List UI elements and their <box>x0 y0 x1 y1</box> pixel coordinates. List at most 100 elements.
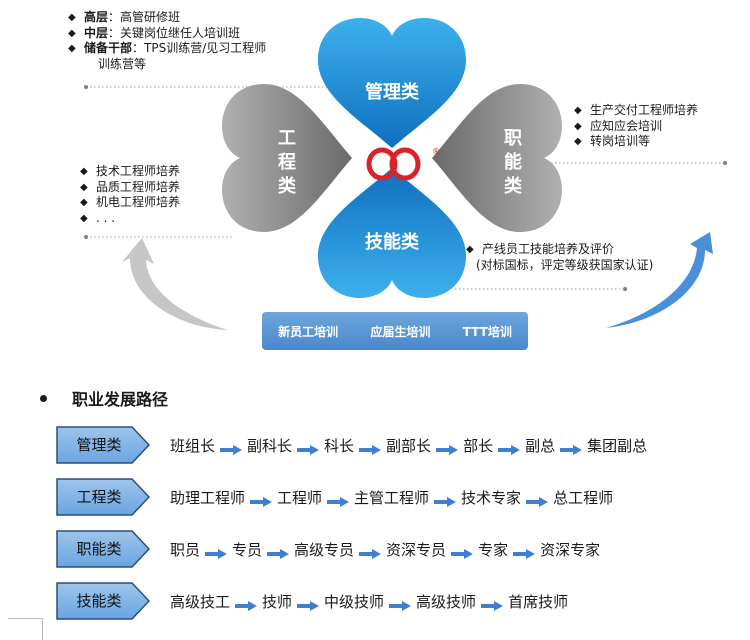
path-tag-label: 管理类 <box>76 436 122 454</box>
arrow-right-icon <box>434 493 457 507</box>
management-levels-list: ◆高层：高管研修班 ◆中层：关键岗位继任人培训班 ◆储备干部：TPS训练营/见习… <box>64 10 266 72</box>
arrow-right-icon <box>513 545 536 559</box>
path-step: 技术专家 <box>461 488 522 507</box>
logo-rings <box>366 147 421 181</box>
label-engineering-3: 类 <box>278 175 297 197</box>
arrow-right-icon <box>526 493 549 507</box>
path-step: 副科长 <box>247 436 293 455</box>
curved-arrow-left <box>122 238 228 330</box>
arrow-right-icon <box>235 597 258 611</box>
path-tag-management: 管理类 <box>56 426 150 464</box>
path-steps: 班组长 副科长 科长 副部长 部长 副总 集团副总 <box>168 435 649 456</box>
path-step: 技师 <box>262 592 293 611</box>
arrow-right-icon <box>250 493 273 507</box>
path-step: 工程师 <box>277 488 323 507</box>
heart-functional <box>432 84 562 232</box>
page-corner-mark <box>8 618 43 640</box>
list-item: ◆品质工程师培养 <box>80 179 181 194</box>
training-system-diagram: 管理类 技能类 工 程 类 职 能 类 ® ◆高层：高管研修班 ◆中层：关键岗位… <box>64 10 727 350</box>
path-tag-label: 技能类 <box>76 592 122 610</box>
engineering-list: ◆技术工程师培养 ◆品质工程师培养 ◆机电工程师培养 ◆. . . <box>76 164 180 226</box>
arrow-right-icon <box>481 597 504 611</box>
arrow-right-icon <box>498 441 521 455</box>
list-item: ◆转岗培训等 <box>574 134 651 148</box>
path-row-management: 管理类 班组长 副科长 科长 副部长 部长 副总 集团副总 <box>56 426 649 464</box>
list-item: ◆储备干部：TPS训练营/见习工程师 <box>68 41 267 55</box>
training-graduates: 应届生培训 <box>370 324 431 339</box>
list-item: ◆产线员工技能培养及评价 <box>466 242 615 256</box>
path-step: 资深专家 <box>540 540 601 559</box>
arrow-right-icon <box>220 441 243 455</box>
list-item: ◆中层：关键岗位继任人培训班 <box>68 25 241 40</box>
path-step: 副部长 <box>386 436 432 455</box>
path-step: 集团副总 <box>587 436 648 455</box>
arrow-right-icon <box>297 441 320 455</box>
path-row-engineering: 工程类 助理工程师 工程师 主管工程师 技术专家 总工程师 <box>56 478 615 516</box>
heart-skills <box>318 168 466 298</box>
arrow-right-icon <box>451 545 474 559</box>
arrow-right-icon <box>359 441 382 455</box>
arrow-right-icon <box>389 597 412 611</box>
section-title: 职业发展路径 <box>40 386 168 410</box>
training-bar: 新员工培训 应届生培训 TTT培训 <box>262 312 528 350</box>
arrow-right-icon <box>359 545 382 559</box>
label-functional-1: 职 <box>504 128 522 149</box>
path-tag-engineering: 工程类 <box>56 478 150 516</box>
list-item: ◆机电工程师培养 <box>80 195 181 209</box>
path-tag-label: 职能类 <box>76 540 122 558</box>
registered-mark: ® <box>432 147 440 156</box>
list-item-continuation: (对标国标，评定等级获国家认证) <box>476 257 654 272</box>
path-step: 副总 <box>525 436 556 455</box>
arrow-right-icon <box>297 597 320 611</box>
path-step: 高级专员 <box>294 540 355 559</box>
path-step: 首席技师 <box>508 592 569 611</box>
path-step: 主管工程师 <box>354 488 430 507</box>
arrow-right-icon <box>436 441 459 455</box>
training-new-staff: 新员工培训 <box>278 324 339 339</box>
heart-engineering <box>222 84 352 232</box>
label-engineering-2: 程 <box>278 152 296 173</box>
path-tag-skills: 技能类 <box>56 582 150 620</box>
path-tag-label: 工程类 <box>76 488 122 506</box>
skills-list: ◆产线员工技能培养及评价 (对标国标，评定等级获国家认证) <box>462 242 653 273</box>
path-step: 高级技工 <box>170 592 231 611</box>
list-item: ◆生产交付工程师培养 <box>574 103 699 117</box>
path-step: 职员 <box>170 540 201 559</box>
label-functional-2: 能 <box>504 151 522 173</box>
path-step: 总工程师 <box>553 488 614 507</box>
list-item: ◆. . . <box>80 210 116 225</box>
label-skills: 技能类 <box>365 231 420 253</box>
path-step: 班组长 <box>170 436 216 455</box>
path-step: 科长 <box>324 436 355 455</box>
functional-list: ◆生产交付工程师培养 ◆应知应会培训 ◆转岗培训等 <box>570 103 698 150</box>
path-row-functional: 职能类 职员 专员 高级专员 资深专员 专家 资深专家 <box>56 530 602 568</box>
bullet-dot <box>40 395 47 402</box>
path-tag-functional: 职能类 <box>56 530 150 568</box>
arrow-right-icon <box>560 441 583 455</box>
training-ttt: TTT培训 <box>462 324 512 339</box>
path-steps: 职员 专员 高级专员 资深专员 专家 资深专家 <box>168 539 602 560</box>
path-steps: 助理工程师 工程师 主管工程师 技术专家 总工程师 <box>168 487 615 508</box>
path-step: 高级技师 <box>416 592 477 611</box>
path-step: 中级技师 <box>324 592 385 611</box>
list-item: ◆技术工程师培养 <box>80 164 181 178</box>
arrow-right-icon <box>205 545 228 559</box>
path-step: 部长 <box>463 436 494 455</box>
list-item-continuation: 训练营等 <box>98 56 147 71</box>
path-step: 资深专员 <box>386 540 447 559</box>
path-step: 专家 <box>478 540 509 559</box>
path-step: 专员 <box>232 540 263 559</box>
arrow-right-icon <box>327 493 350 507</box>
path-step: 助理工程师 <box>170 488 246 507</box>
arrow-right-icon <box>267 545 290 559</box>
label-engineering-1: 工 <box>278 128 296 149</box>
label-management: 管理类 <box>365 81 420 103</box>
list-item: ◆高层：高管研修班 <box>68 10 181 24</box>
path-row-skills: 技能类 高级技工 技师 中级技师 高级技师 首席技师 <box>56 582 570 620</box>
label-functional-3: 类 <box>504 175 523 197</box>
hearts-graphic: 管理类 技能类 工 程 类 职 能 类 ® <box>84 18 727 330</box>
heart-management <box>318 18 466 148</box>
curved-arrow-right <box>606 232 713 328</box>
list-item: ◆应知应会培训 <box>574 118 663 133</box>
path-steps: 高级技工 技师 中级技师 高级技师 首席技师 <box>168 591 570 612</box>
